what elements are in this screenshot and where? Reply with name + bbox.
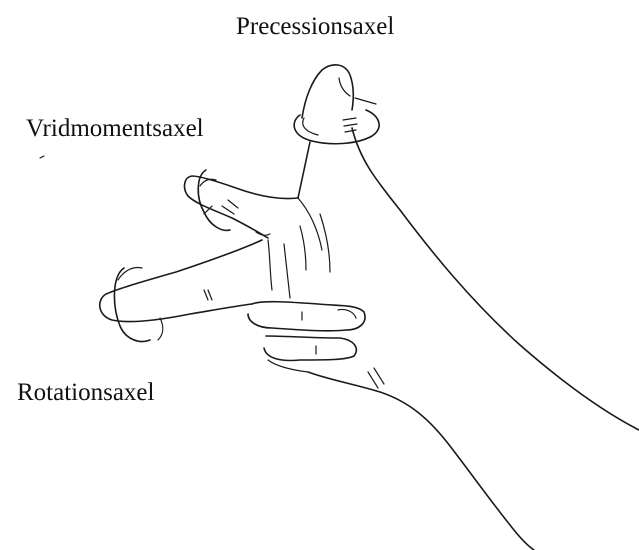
stray-mark <box>40 156 44 158</box>
torque-rotation-ring <box>198 170 230 230</box>
palm-and-wrist <box>298 198 534 550</box>
torque-axis-label: Vridmomentsaxel <box>26 116 204 141</box>
rotation-axis-label: Rotationsaxel <box>17 380 154 405</box>
middle-finger <box>100 240 290 322</box>
ring-finger <box>248 302 365 331</box>
precession-axis-label: Precessionsaxel <box>236 14 394 39</box>
thumb <box>298 65 639 430</box>
precession-rotation-ring <box>294 110 379 144</box>
little-finger <box>264 336 356 372</box>
